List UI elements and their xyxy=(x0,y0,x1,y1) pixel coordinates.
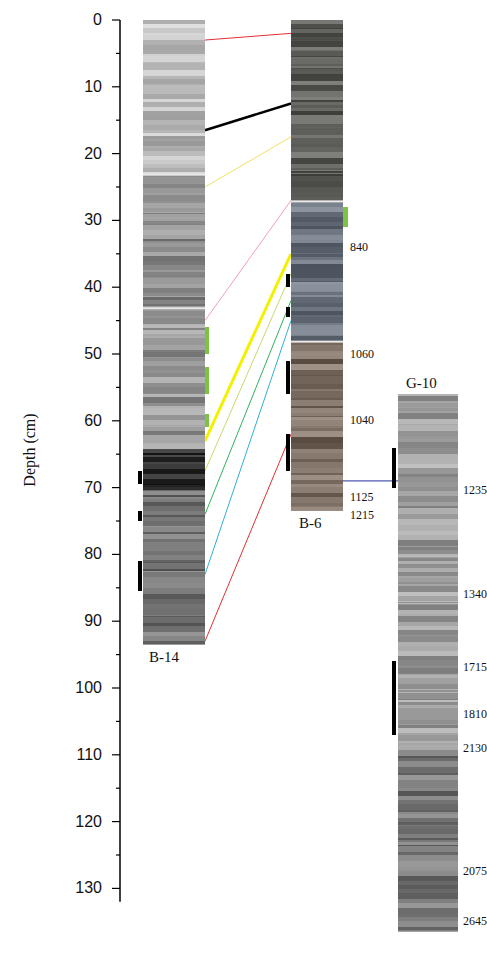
axis-number: 40 xyxy=(84,278,102,296)
axis-tick xyxy=(116,854,120,855)
core-photo xyxy=(291,20,343,511)
axis-number: 50 xyxy=(84,345,102,363)
core-photo xyxy=(143,20,205,645)
axis-number: 60 xyxy=(84,412,102,430)
axis-number: 80 xyxy=(84,545,102,563)
core-name: B-6 xyxy=(299,515,322,532)
axis-tick xyxy=(112,621,120,622)
age-label: 1215 xyxy=(350,508,374,523)
axis-number: 100 xyxy=(75,679,102,697)
correlation-line xyxy=(205,301,291,515)
axis-tick xyxy=(112,754,120,755)
sediment-core: G-10 xyxy=(398,394,458,932)
axis-tick xyxy=(112,487,120,488)
correlation-line xyxy=(205,321,291,575)
correlation-line xyxy=(205,274,291,471)
axis-tick xyxy=(116,320,120,321)
sediment-core: B-14 xyxy=(143,20,205,645)
core-name: B-14 xyxy=(149,649,179,666)
axis-tick xyxy=(116,721,120,722)
correlation-line xyxy=(205,254,291,441)
axis-tick xyxy=(112,220,120,221)
axis-tick xyxy=(116,788,120,789)
axis-tick xyxy=(112,554,120,555)
correlation-line xyxy=(205,434,291,641)
correlation-line xyxy=(205,104,291,131)
age-label: 2130 xyxy=(463,741,487,756)
axis-tick xyxy=(112,353,120,354)
sediment-core: B-6 xyxy=(291,20,343,511)
axis-number: 110 xyxy=(76,746,102,764)
correlation-line xyxy=(205,137,291,187)
axis-tick xyxy=(116,454,120,455)
axis-tick xyxy=(116,120,120,121)
axis-tick xyxy=(116,587,120,588)
axis-tick xyxy=(116,53,120,54)
axis-tick xyxy=(112,888,120,889)
age-label: 1340 xyxy=(463,587,487,602)
axis-tick xyxy=(112,19,120,20)
axis-tick xyxy=(116,387,120,388)
axis-tick xyxy=(112,821,120,822)
axis-tick xyxy=(112,86,120,87)
axis-title: Depth (cm) xyxy=(21,413,39,486)
sample-bar xyxy=(286,307,290,317)
axis-tick xyxy=(116,186,120,187)
sample-bar xyxy=(286,274,290,287)
age-label: 1125 xyxy=(350,490,374,505)
age-label: 1060 xyxy=(350,347,374,362)
axis-tick xyxy=(112,153,120,154)
axis-tick xyxy=(116,253,120,254)
depth-axis xyxy=(119,20,121,902)
axis-number: 90 xyxy=(84,612,102,630)
axis-number: 20 xyxy=(84,145,102,163)
axis-number: 10 xyxy=(84,78,102,96)
core-photo xyxy=(398,394,458,932)
age-label: 2645 xyxy=(463,914,487,929)
axis-number: 30 xyxy=(84,211,102,229)
age-label: 1810 xyxy=(463,707,487,722)
age-label: 840 xyxy=(350,240,368,255)
sample-bar xyxy=(286,434,290,471)
sample-bar xyxy=(138,511,142,521)
core-name: G-10 xyxy=(406,375,437,392)
axis-tick xyxy=(112,420,120,421)
sample-bar xyxy=(286,361,290,394)
age-label: 2075 xyxy=(463,864,487,879)
age-label: 1235 xyxy=(463,483,487,498)
age-label: 1715 xyxy=(463,660,487,675)
axis-tick xyxy=(116,654,120,655)
axis-number: 70 xyxy=(84,479,102,497)
axis-tick xyxy=(112,687,120,688)
age-label: 1040 xyxy=(350,413,374,428)
axis-number: 120 xyxy=(75,813,102,831)
correlation-line xyxy=(205,33,291,40)
axis-tick xyxy=(112,287,120,288)
axis-number: 130 xyxy=(75,879,102,897)
axis-tick xyxy=(116,520,120,521)
sample-bar xyxy=(392,661,396,735)
sample-bar xyxy=(138,561,142,591)
sample-bar xyxy=(392,448,396,488)
sample-bar xyxy=(138,471,142,484)
axis-number: 0 xyxy=(93,11,102,29)
correlation-line xyxy=(343,480,398,481)
